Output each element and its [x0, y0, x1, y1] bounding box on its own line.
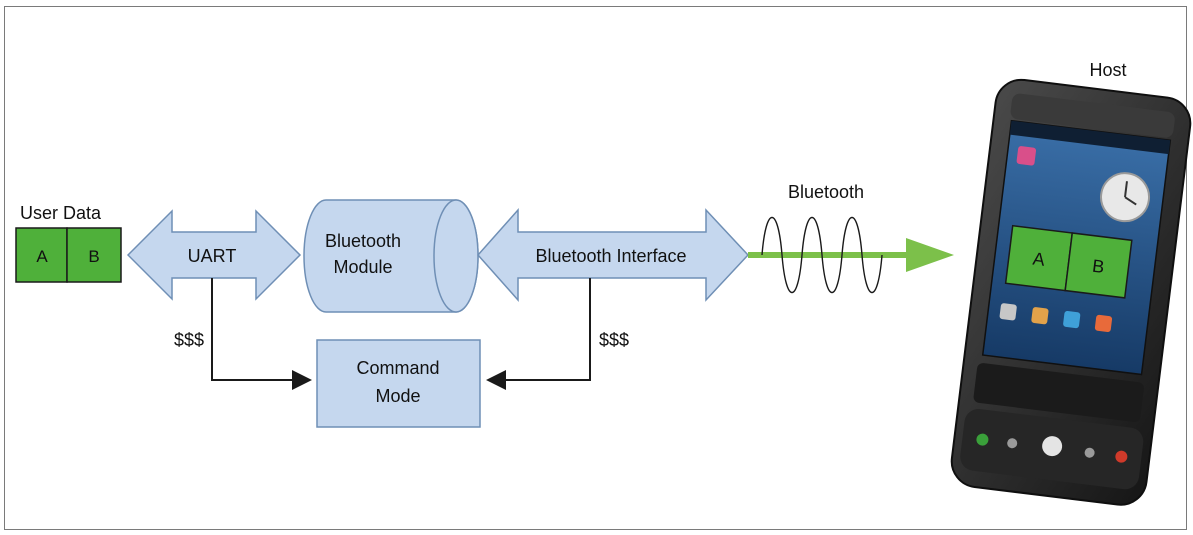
- phone-lower-bezel: [973, 363, 1144, 422]
- phone-top-bezel: [1010, 93, 1175, 138]
- command-mode-box: [316, 339, 481, 428]
- green-link-line: [748, 252, 908, 258]
- user-data-label: User Data: [20, 203, 102, 223]
- host-label: Host: [1089, 60, 1126, 80]
- end-call-key-icon: [1115, 450, 1128, 463]
- phone-cell-a-label: A: [1032, 248, 1046, 269]
- back-key-icon: [1084, 447, 1095, 458]
- host-phone: A B: [950, 78, 1192, 506]
- phone-cell-b: [1064, 232, 1133, 299]
- bluetooth-interface-label: Bluetooth Interface: [535, 246, 686, 266]
- user-data-cell-b: [66, 227, 122, 283]
- app-icon: [999, 303, 1017, 321]
- app-icon: [1016, 146, 1037, 166]
- app-icon: [1063, 310, 1081, 329]
- command-mode-line1: Command: [356, 358, 439, 378]
- escape-connector-right: [486, 278, 591, 390]
- wireless-bluetooth-label: Bluetooth: [788, 182, 864, 202]
- user-data-block: A B: [15, 227, 122, 283]
- uart-label: UART: [188, 246, 237, 266]
- escape-connector-left: [211, 278, 312, 390]
- escape-sequence-left: $$$: [174, 330, 204, 350]
- signal-wave: [761, 217, 883, 293]
- module-label-line1: Bluetooth: [325, 231, 401, 251]
- home-key-icon: [1007, 438, 1018, 449]
- trackball-icon: [1042, 436, 1063, 457]
- phone-status-bar: [1009, 120, 1171, 155]
- user-data-cell-b-label: B: [88, 247, 99, 266]
- uart-arrow: [126, 209, 302, 301]
- phone-cell-b-label: B: [1091, 256, 1105, 277]
- app-icon: [1094, 314, 1113, 333]
- call-key-icon: [976, 433, 989, 446]
- green-link-arrowhead: [906, 238, 954, 272]
- user-data-cell-a: [15, 227, 68, 283]
- user-data-cell-a-label: A: [36, 247, 48, 266]
- bluetooth-module: Bluetooth Module: [303, 199, 479, 313]
- command-mode-line2: Mode: [375, 386, 420, 406]
- escape-sequence-right: $$$: [599, 330, 629, 350]
- app-icon: [1031, 307, 1049, 325]
- wireless-link: [748, 217, 954, 293]
- module-label-line2: Module: [333, 257, 392, 277]
